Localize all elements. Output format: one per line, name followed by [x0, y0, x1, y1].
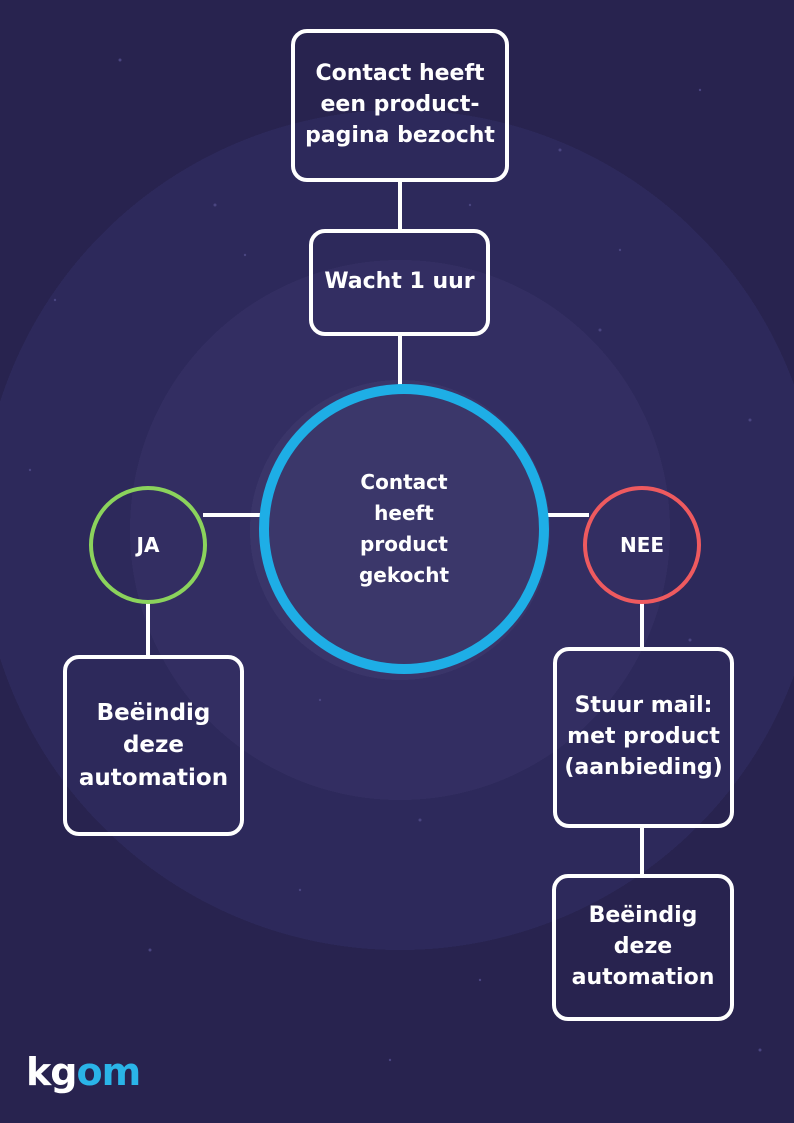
- connector-action-end: [640, 826, 644, 878]
- yes-end-box: Beëindig deze automation: [63, 655, 244, 836]
- no-end-label: Beëindig deze automation: [571, 903, 715, 990]
- logo-suffix: om: [76, 1050, 141, 1094]
- connector-condition-no: [545, 513, 589, 517]
- yes-label: JA: [136, 533, 160, 557]
- condition-node: Contact heeft product gekocht: [259, 384, 549, 674]
- wait-step-box: Wacht 1 uur: [309, 229, 490, 336]
- connector-no-action: [640, 600, 644, 650]
- connector-condition-yes: [203, 513, 263, 517]
- no-node: NEE: [583, 486, 701, 604]
- connector-wait-condition: [398, 334, 402, 386]
- connector-trigger-wait: [398, 180, 402, 231]
- condition-label: Contact heeft product gekocht: [358, 470, 450, 587]
- send-mail-label: Stuur mail: met product (aanbieding): [564, 693, 723, 780]
- trigger-step-label: Contact heeft een product- pagina bezoch…: [305, 61, 495, 148]
- no-label: NEE: [619, 533, 665, 557]
- connector-yes-action: [146, 600, 150, 658]
- no-end-box: Beëindig deze automation: [552, 874, 734, 1021]
- logo-prefix: kg: [26, 1050, 77, 1094]
- kgom-logo: kgom: [26, 1050, 141, 1094]
- send-mail-box: Stuur mail: met product (aanbieding): [553, 647, 734, 828]
- wait-step-label: Wacht 1 uur: [324, 269, 475, 295]
- yes-node: JA: [89, 486, 207, 604]
- yes-end-label: Beëindig deze automation: [78, 700, 229, 791]
- trigger-step-box: Contact heeft een product- pagina bezoch…: [291, 29, 509, 182]
